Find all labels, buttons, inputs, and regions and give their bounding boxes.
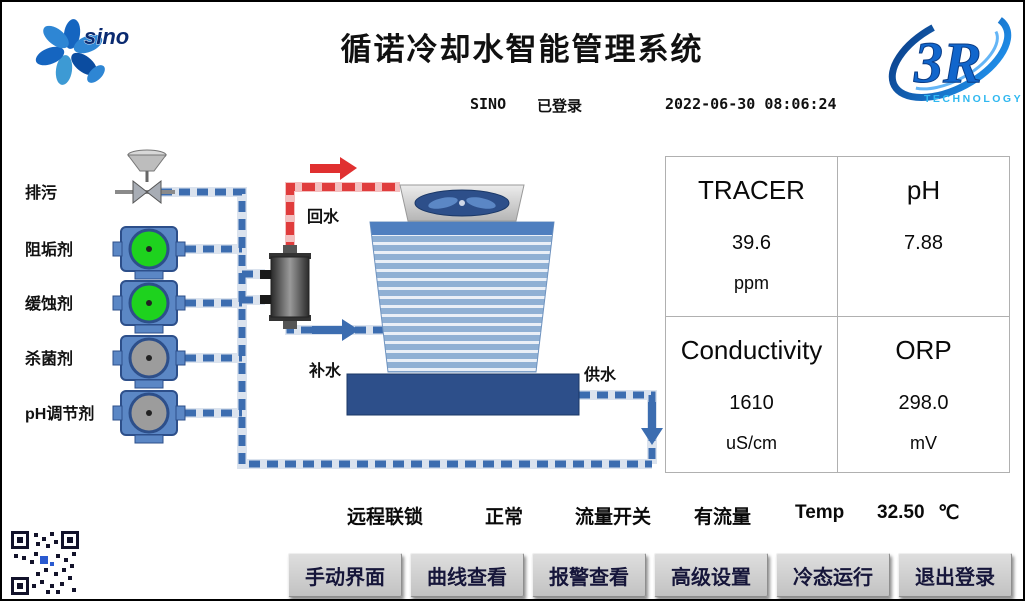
sino-pinwheel-icon (35, 19, 105, 85)
makeup-flow-arrow-icon (312, 319, 359, 341)
reading-name: pH (906, 175, 941, 205)
reading-value: 1610 (729, 392, 774, 414)
reading-name: Conductivity (680, 335, 823, 365)
datetime: 2022-06-30 08:06:24 (665, 95, 837, 113)
flow-switch-label: 流量开关 (575, 507, 652, 528)
pump-ph-agent[interactable] (112, 390, 186, 444)
reading-value: 7.88 (904, 232, 943, 254)
login-status: 已登录 (537, 98, 583, 115)
label-ph-agent: pH调节剂 (25, 404, 94, 423)
return-flow-arrow-icon (310, 157, 357, 180)
temp-label: Temp (795, 502, 845, 523)
label-drain: 排污 (25, 183, 57, 202)
reading-name: TRACER (698, 175, 805, 205)
reading-conductivity: Conductivity 1610 uS/cm (666, 317, 838, 472)
manual-screen-button[interactable]: 手动界面 (288, 553, 402, 597)
label-return-water: 回水 (307, 207, 340, 226)
sino-logo-text: sino (84, 24, 129, 49)
reading-value: 298.0 (898, 392, 949, 414)
cooling-tower (346, 184, 580, 416)
curve-view-button[interactable]: 曲线查看 (410, 553, 524, 597)
label-supply-water: 供水 (583, 365, 617, 384)
qr-code (10, 530, 80, 596)
pump-biocide[interactable] (112, 335, 186, 389)
label-corrosion-inhibitor: 缓蚀剂 (24, 294, 73, 313)
reading-unit: mV (910, 433, 937, 453)
drain-valve[interactable] (115, 149, 175, 205)
reading-unit: uS/cm (725, 433, 777, 453)
tower-basin (346, 373, 580, 416)
tower-fill-body (369, 221, 555, 373)
3r-technology-logo: 3R TECHNOLOGY (888, 10, 1023, 105)
cooling-pipe-dashed (161, 188, 656, 468)
reading-tracer: TRACER 39.6 ppm (666, 157, 838, 317)
remote-interlock-label: 远程联锁 (347, 507, 424, 528)
logout-button[interactable]: 退出登录 (898, 553, 1012, 597)
3r-logo-text: 3R (913, 30, 982, 95)
temp-unit: ℃ (938, 503, 960, 524)
label-biocide: 杀菌剂 (25, 349, 73, 368)
pipe-network (161, 182, 657, 469)
alarm-view-button[interactable]: 报警查看 (532, 553, 646, 597)
supply-flow-arrow-icon (641, 402, 663, 445)
label-makeup-water: 补水 (308, 361, 342, 380)
3r-logo-subtext: TECHNOLOGY (924, 93, 1023, 105)
return-pipe-dashed (286, 183, 400, 255)
page-title: 循诺冷却水智能管理系统 (340, 32, 704, 67)
pump-corrosion-inhibitor[interactable] (112, 280, 186, 334)
bottom-button-bar: 手动界面 曲线查看 报警查看 高级设置 冷态运行 退出登录 (288, 553, 1012, 597)
cold-run-button[interactable]: 冷态运行 (776, 553, 890, 597)
label-scale-inhibitor: 阻垢剂 (25, 240, 73, 259)
pump-scale-inhibitor[interactable] (112, 226, 186, 280)
reading-unit: ppm (733, 273, 769, 293)
readings-panel: TRACER 39.6 ppm pH 7.88 Conductivity 161… (665, 156, 1010, 473)
advanced-settings-button[interactable]: 高级设置 (654, 553, 768, 597)
logged-in-user: SINO (470, 95, 507, 113)
reading-ph: pH 7.88 (838, 157, 1009, 317)
reading-name: ORP (895, 335, 952, 365)
flow-switch-value: 有流量 (694, 507, 752, 528)
temp-value: 32.50 (877, 502, 925, 523)
reading-orp: ORP 298.0 mV (838, 317, 1009, 472)
reading-value: 39.6 (732, 232, 771, 254)
heat-exchanger (260, 245, 311, 329)
sino-logo: sino (35, 19, 130, 85)
remote-interlock-value: 正常 (485, 507, 524, 528)
process-diagram: 排污 阻垢剂 缓蚀剂 杀菌剂 pH调节剂 回水 补水 供水 (24, 149, 663, 469)
